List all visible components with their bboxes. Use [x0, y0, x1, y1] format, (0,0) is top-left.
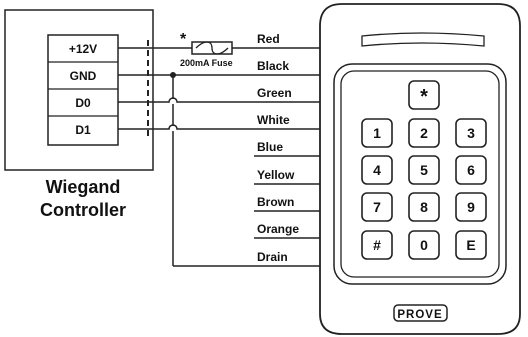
- fuse-marker: *: [180, 31, 187, 48]
- key-4-button: [361, 155, 393, 185]
- brand-plate: [393, 304, 448, 322]
- terminal-12v-label: +12V: [69, 42, 97, 56]
- key-7-button: [361, 192, 393, 222]
- key-3-button: [455, 118, 487, 148]
- fuse-label: 200mA Fuse: [180, 58, 233, 68]
- wire-label-black: Black: [257, 59, 289, 73]
- keypad-keys: * 1 2 3 4 5 6 7 8 9 #0 E: [361, 80, 487, 260]
- terminal-d0-label: D0: [75, 96, 91, 110]
- controller-title-line2: Controller: [40, 200, 126, 220]
- key-4-label: 4: [373, 162, 381, 178]
- key-6-button: [455, 155, 487, 185]
- key-5-label: 5: [420, 162, 428, 178]
- controller-enclosure: [4, 9, 154, 171]
- wire-label-brown: Brown: [257, 195, 294, 209]
- key-1-label: 1: [373, 125, 381, 141]
- key-2-label: 2: [420, 125, 428, 141]
- brand-label: PROVE: [397, 309, 442, 321]
- controller-title-line1: Wiegand: [46, 177, 121, 197]
- key-9-label: 9: [467, 199, 475, 215]
- wire-label-orange: Orange: [257, 222, 299, 236]
- key-3-label: 3: [467, 125, 475, 141]
- key-star-button: [408, 80, 440, 110]
- key-9-button: [455, 192, 487, 222]
- key-5-button: [408, 155, 440, 185]
- wire-label-green: Green: [257, 86, 292, 100]
- key-0-label: 0: [420, 237, 428, 253]
- key-e-label: E: [466, 237, 475, 253]
- key-8-label: 8: [420, 199, 428, 215]
- key-hash-label: #: [373, 237, 381, 253]
- key-hash-button: [361, 230, 393, 260]
- wire-label-blue: Blue: [257, 140, 283, 154]
- wire-label-drain: Drain: [257, 250, 288, 264]
- wire-label-white: White: [257, 113, 290, 127]
- key-6-label: 6: [467, 162, 475, 178]
- key-0-button: [408, 230, 440, 260]
- indicator-slot: [361, 32, 485, 47]
- key-1-button: [361, 118, 393, 148]
- key-8-button: [408, 192, 440, 222]
- key-7-label: 7: [373, 199, 381, 215]
- wire-label-red: Red: [257, 32, 280, 46]
- key-star-label: *: [420, 86, 428, 108]
- key-e-button: [455, 230, 487, 260]
- wire-label-yellow: Yellow: [257, 168, 295, 182]
- terminal-gnd-label: GND: [70, 69, 97, 83]
- terminal-d1-label: D1: [75, 123, 91, 137]
- key-2-button: [408, 118, 440, 148]
- terminal-block: [47, 34, 119, 146]
